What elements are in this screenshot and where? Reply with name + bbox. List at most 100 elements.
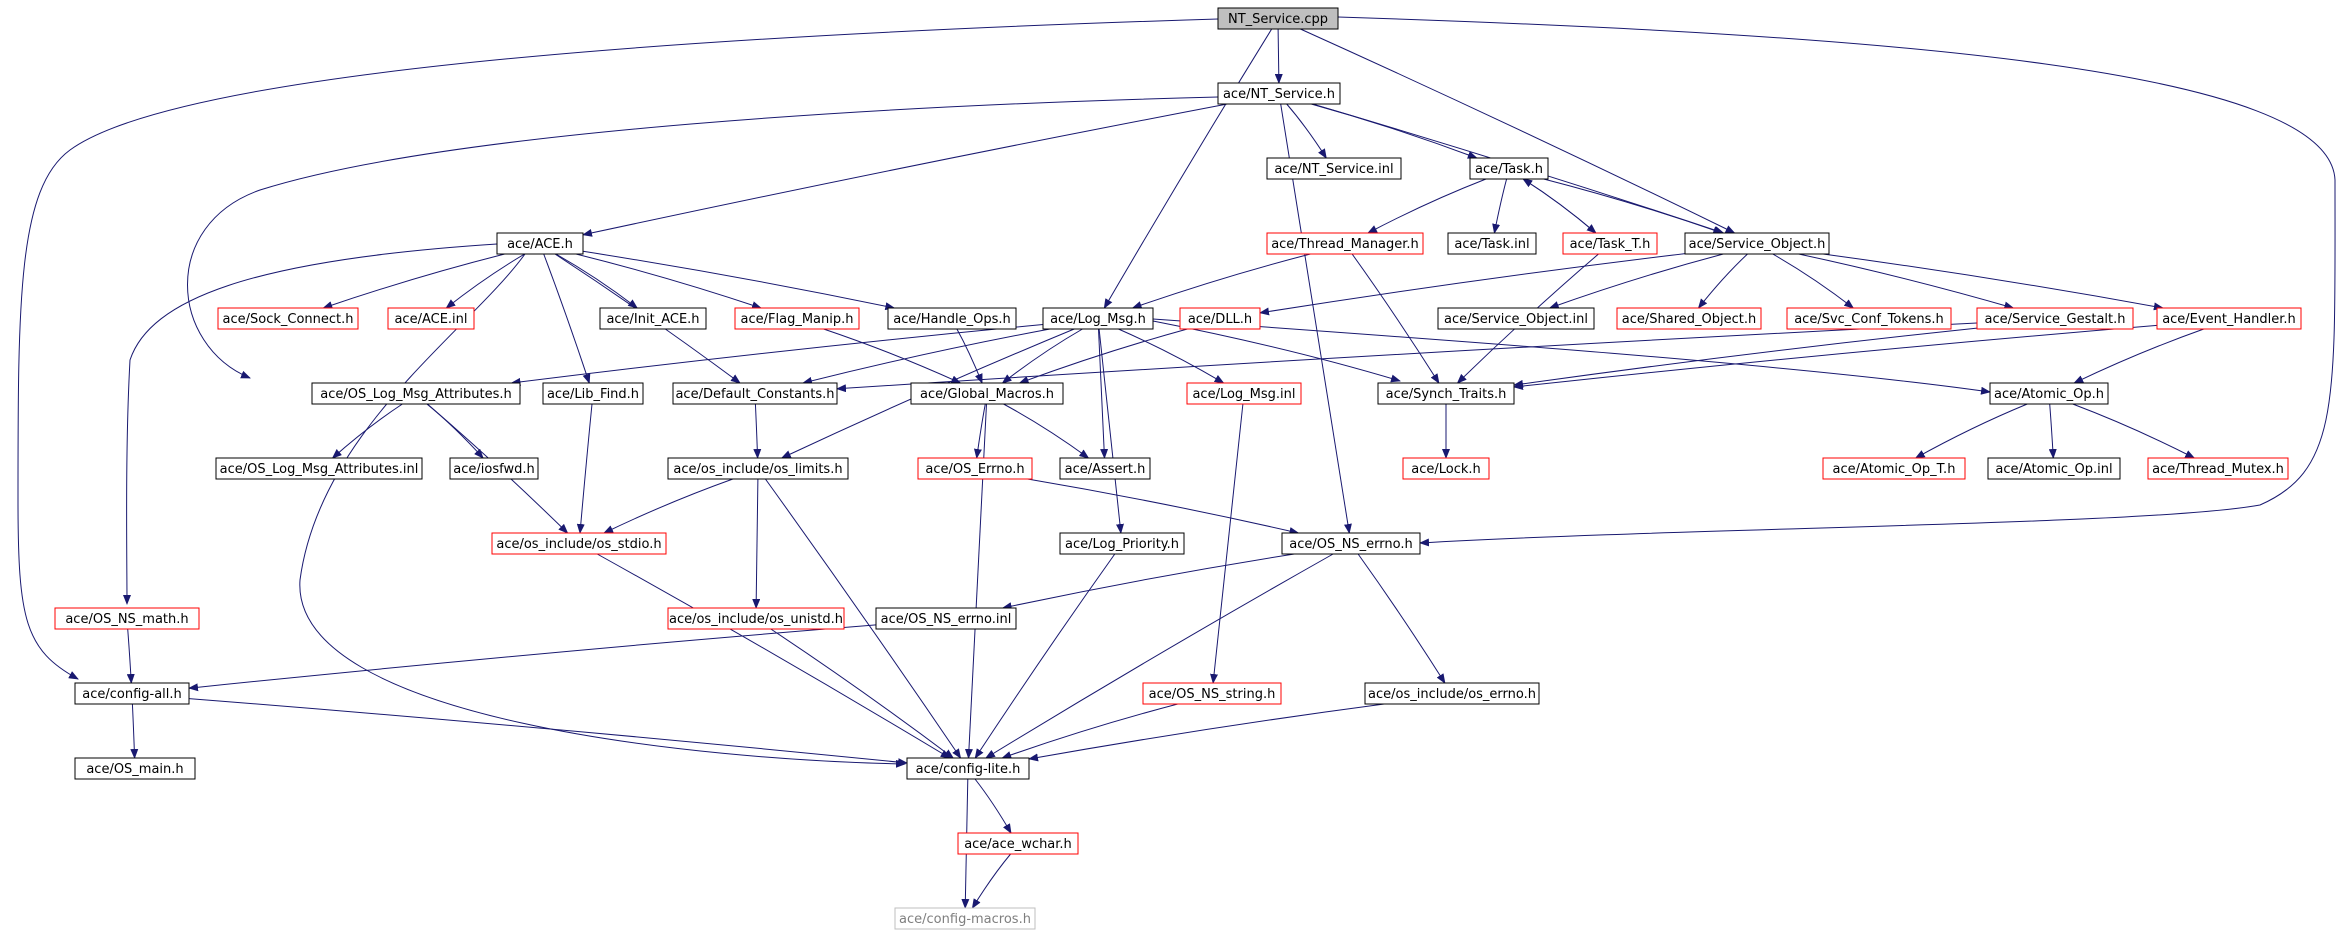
node-nt-service-h[interactable]: ace/NT_Service.h: [1217, 82, 1341, 105]
dependency-edges: [17, 16, 2336, 909]
node-box: [449, 457, 539, 480]
node-os-errno-h-ace[interactable]: ace/OS_Errno.h: [917, 457, 1033, 480]
node-label: ace/OS_NS_string.h: [1149, 687, 1276, 702]
node-label: ace/OS_NS_errno.h: [1289, 537, 1413, 552]
node-box: [672, 382, 838, 405]
node-config-lite-h[interactable]: ace/config-lite.h: [906, 757, 1030, 780]
node-os-include-os-errno-h[interactable]: ace/os_include/os_errno.h: [1364, 682, 1540, 705]
node-label: ace/Atomic_Op.inl: [1995, 462, 2112, 477]
node-svc-conf-tokens-h[interactable]: ace/Svc_Conf_Tokens.h: [1786, 307, 1952, 330]
edge-event_handler_h-to-synch_traits_h: [1513, 324, 2158, 391]
node-lib-find-h[interactable]: ace/Lib_Find.h: [542, 382, 644, 405]
node-ace-inl[interactable]: ace/ACE.inl: [387, 307, 475, 330]
node-ace-h[interactable]: ace/ACE.h: [496, 232, 584, 255]
node-atomic-op-inl[interactable]: ace/Atomic_Op.inl: [1987, 457, 2121, 480]
node-atomic-op-h[interactable]: ace/Atomic_Op.h: [1989, 382, 2109, 405]
edge-atomic_op_h-to-atomic_op_inl: [2048, 403, 2057, 459]
edge-flag_manip_h-to-global_macros_h: [823, 328, 962, 384]
node-box: [1217, 7, 1339, 30]
node-box: [667, 607, 845, 630]
node-task-inl[interactable]: ace/Task.inl: [1447, 232, 1537, 255]
node-default-constants-h[interactable]: ace/Default_Constants.h: [672, 382, 838, 405]
node-root[interactable]: NT_Service.cpp: [1217, 7, 1339, 30]
node-shared-object-h[interactable]: ace/Shared_Object.h: [1616, 307, 1762, 330]
node-box: [1042, 307, 1154, 330]
node-label: ace/Flag_Manip.h: [741, 312, 854, 327]
node-label: ace/Task.h: [1475, 162, 1543, 177]
edge-handle_ops_h-to-global_macros_h: [956, 328, 983, 384]
node-label: ace/Atomic_Op_T.h: [1833, 462, 1956, 477]
node-iosfwd-h[interactable]: ace/iosfwd.h: [449, 457, 539, 480]
node-service-object-h[interactable]: ace/Service_Object.h: [1684, 232, 1830, 255]
node-label: ace/Task.inl: [1454, 237, 1529, 252]
edge-root-to-log_msg_h: [1103, 28, 1273, 309]
node-box: [667, 457, 849, 480]
edge-root-to-os_ns_errno_h: [1337, 16, 2336, 547]
node-lock-h[interactable]: ace/Lock.h: [1402, 457, 1490, 480]
node-box: [1976, 307, 2134, 330]
edge-ace_h-to-ace_inl: [445, 253, 525, 309]
node-sock-connect-h[interactable]: ace/Sock_Connect.h: [217, 307, 359, 330]
node-label: ace/OS_NS_errno.inl: [881, 612, 1012, 627]
node-atomic-op-t-h[interactable]: ace/Atomic_Op_T.h: [1822, 457, 1966, 480]
node-log-priority-h[interactable]: ace/Log_Priority.h: [1059, 532, 1185, 555]
edge-task_h-to-service_object_h: [1543, 178, 1724, 234]
edge-ace_h-to-lib_find_h: [543, 253, 591, 384]
node-label: ace/Shared_Object.h: [1622, 312, 1756, 327]
node-event-handler-h[interactable]: ace/Event_Handler.h: [2156, 307, 2302, 330]
node-os-log-msg-attributes-h[interactable]: ace/OS_Log_Msg_Attributes.h: [311, 382, 521, 405]
node-flag-manip-h[interactable]: ace/Flag_Manip.h: [734, 307, 860, 330]
node-config-macros-h[interactable]: ace/config-macros.h: [894, 907, 1036, 930]
edge-default_constants_h-to-os_limits_h: [753, 403, 762, 459]
node-service-gestalt-h[interactable]: ace/Service_Gestalt.h: [1976, 307, 2134, 330]
edge-log_msg_h-to-synch_traits_h: [1152, 320, 1401, 383]
node-label: ace/NT_Service.h: [1223, 87, 1335, 102]
node-box: [1266, 157, 1402, 180]
edge-task_t_h-to-task_h: [1522, 178, 1597, 234]
node-task-t-h[interactable]: ace/Task_T.h: [1562, 232, 1658, 255]
node-assert-h[interactable]: ace/Assert.h: [1059, 457, 1151, 480]
node-os-ns-math-h[interactable]: ace/OS_NS_math.h: [54, 607, 200, 630]
node-os-limits-h[interactable]: ace/os_include/os_limits.h: [667, 457, 849, 480]
edge-os_stdio_h-to-config_lite_h: [596, 553, 951, 759]
node-os-ns-errno-h[interactable]: ace/OS_NS_errno.h: [1281, 532, 1421, 555]
node-os-ns-errno-inl[interactable]: ace/OS_NS_errno.inl: [875, 607, 1017, 630]
node-thread-mutex-h[interactable]: ace/Thread_Mutex.h: [2147, 457, 2289, 480]
node-label: ace/Thread_Mutex.h: [2152, 462, 2284, 477]
node-label: ace/OS_Log_Msg_Attributes.h: [320, 387, 511, 402]
node-thread-manager-h[interactable]: ace/Thread_Manager.h: [1266, 232, 1424, 255]
edge-ace_h-to-sock_connect_h: [322, 253, 505, 309]
node-handle-ops-h[interactable]: ace/Handle_Ops.h: [887, 307, 1017, 330]
node-box: [1266, 232, 1424, 255]
node-label: ace/Handle_Ops.h: [893, 312, 1010, 327]
edge-global_macros_h-to-config_lite_h: [964, 403, 987, 759]
node-config-all-h[interactable]: ace/config-all.h: [74, 682, 190, 705]
node-synch-traits-h[interactable]: ace/Synch_Traits.h: [1377, 382, 1515, 405]
node-os-ns-string-h[interactable]: ace/OS_NS_string.h: [1142, 682, 1282, 705]
edge-root-to-nt_service_h: [1274, 28, 1283, 84]
node-ace-wchar-h[interactable]: ace/ace_wchar.h: [957, 832, 1079, 855]
node-label: ace/os_include/os_stdio.h: [496, 537, 661, 552]
node-global-macros-h[interactable]: ace/Global_Macros.h: [910, 382, 1064, 405]
node-task-h[interactable]: ace/Task.h: [1469, 157, 1549, 180]
node-log-msg-h[interactable]: ace/Log_Msg.h: [1042, 307, 1154, 330]
node-box: [1987, 457, 2121, 480]
edge-log_msg_h-to-atomic_op_h: [1152, 318, 1991, 395]
node-box: [2147, 457, 2289, 480]
node-label: NT_Service.cpp: [1228, 12, 1328, 27]
node-box: [1217, 82, 1341, 105]
edge-nt_service_h-to-task_h: [1311, 103, 1478, 159]
node-nt-service-inl[interactable]: ace/NT_Service.inl: [1266, 157, 1402, 180]
node-os-stdio-h[interactable]: ace/os_include/os_stdio.h: [491, 532, 667, 555]
node-os-unistd-h[interactable]: ace/os_include/os_unistd.h: [667, 607, 845, 630]
node-os-log-msg-attributes-inl[interactable]: ace/OS_Log_Msg_Attributes.inl: [215, 457, 423, 480]
edge-lib_find_h-to-os_stdio_h: [576, 403, 593, 534]
node-service-object-inl[interactable]: ace/Service_Object.inl: [1437, 307, 1595, 330]
node-label: ace/Atomic_Op.h: [1994, 387, 2104, 402]
node-box: [1616, 307, 1762, 330]
node-log-msg-inl[interactable]: ace/Log_Msg.inl: [1186, 382, 1302, 405]
edge-os_ns_string_h-to-config_lite_h: [1001, 703, 1178, 759]
node-init-ace-h[interactable]: ace/Init_ACE.h: [599, 307, 707, 330]
node-dll-h[interactable]: ace/DLL.h: [1179, 307, 1261, 330]
node-os-main-h[interactable]: ace/OS_main.h: [74, 757, 196, 780]
